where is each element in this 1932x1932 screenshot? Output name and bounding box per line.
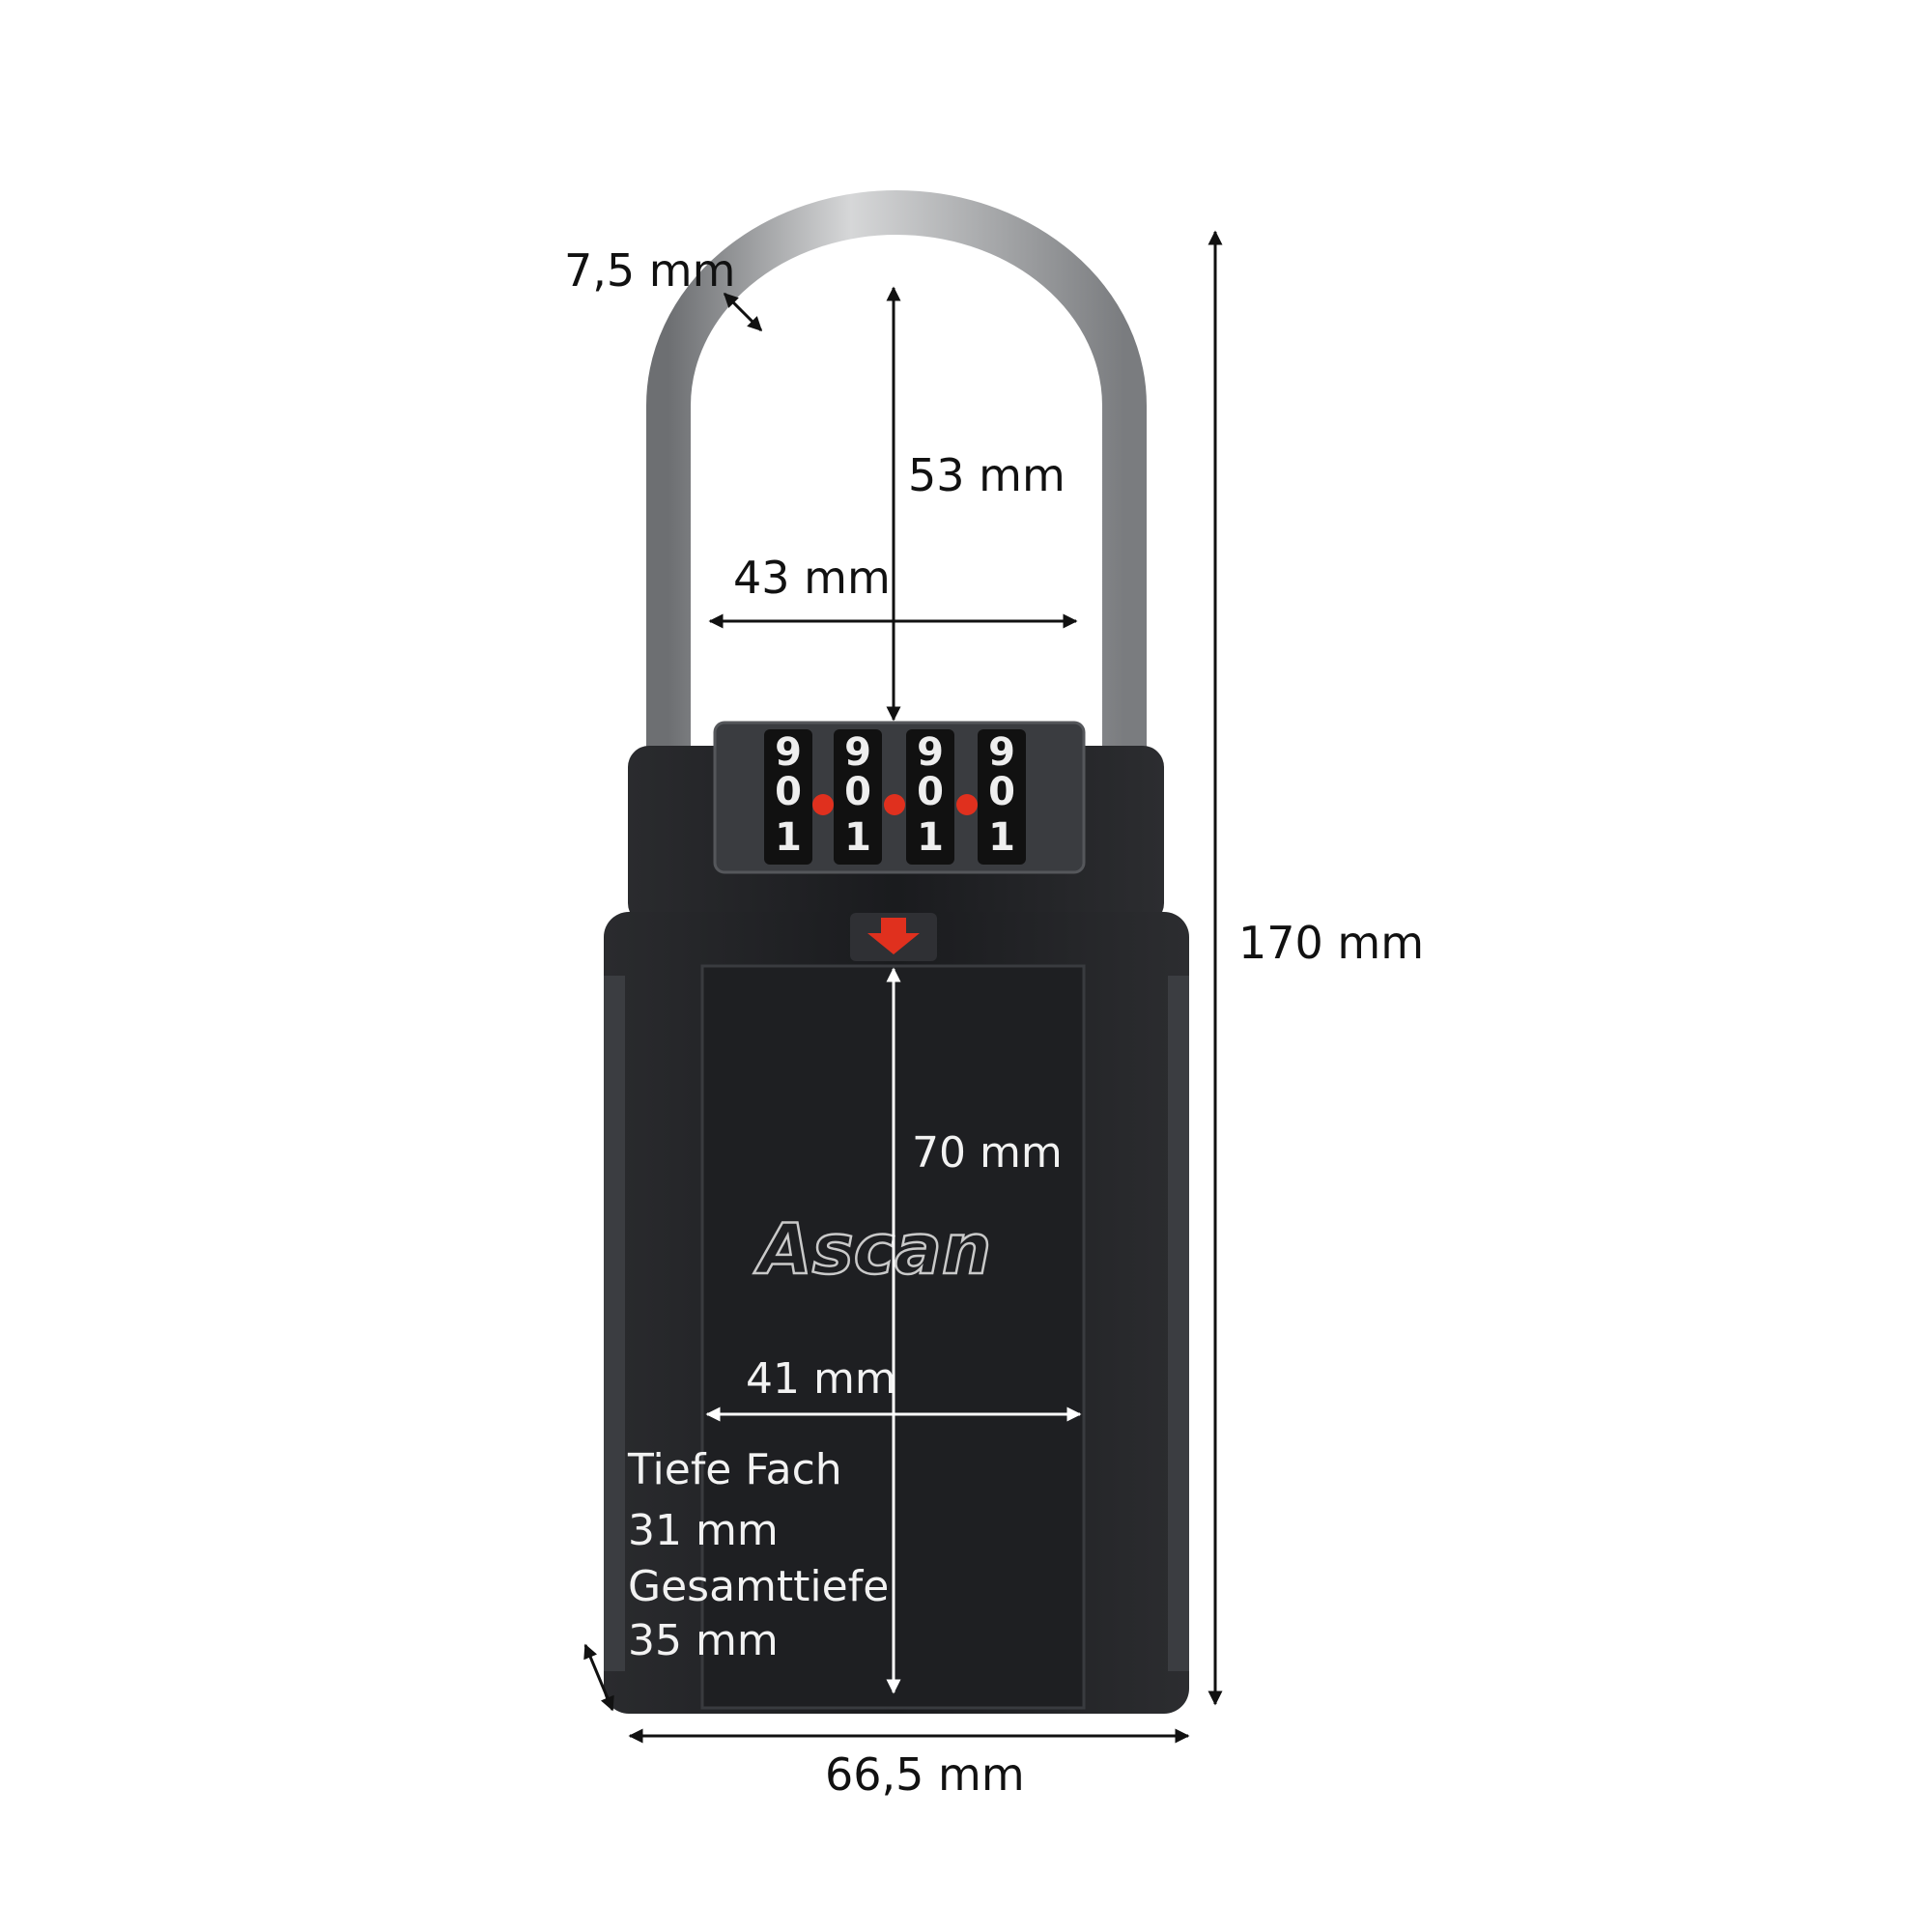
label-shackle-thickness: 7,5 mm <box>564 244 735 297</box>
dim-line-7-5 <box>723 292 763 332</box>
grip-left <box>604 976 625 1671</box>
svg-text:1: 1 <box>775 815 802 860</box>
svg-text:9: 9 <box>917 730 944 775</box>
dial-1[interactable]: 9 0 1 <box>764 729 812 865</box>
label-total-width: 66,5 mm <box>825 1748 1025 1801</box>
dial-3[interactable]: 9 0 1 <box>906 729 954 865</box>
value-total-depth: 35 mm <box>628 1616 779 1665</box>
dial-4[interactable]: 9 0 1 <box>978 729 1026 865</box>
shackle <box>646 190 1147 763</box>
svg-text:0: 0 <box>844 770 871 814</box>
dial-2[interactable]: 9 0 1 <box>834 729 882 865</box>
label-total-depth: Gesamttiefe <box>628 1562 889 1611</box>
svg-text:9: 9 <box>775 730 802 775</box>
indicator-dot <box>956 794 978 815</box>
svg-text:0: 0 <box>988 770 1015 814</box>
indicator-dot <box>812 794 834 815</box>
label-shackle-width: 43 mm <box>733 552 891 604</box>
label-shackle-height: 53 mm <box>908 449 1065 501</box>
svg-text:1: 1 <box>844 815 871 860</box>
indicator-dot <box>884 794 905 815</box>
label-compartment-width: 41 mm <box>746 1354 896 1404</box>
svg-text:1: 1 <box>988 815 1015 860</box>
arrow-down-icon <box>867 918 920 954</box>
combination-dials: 9 0 1 9 0 1 9 0 1 9 0 1 <box>764 729 1026 865</box>
label-total-height: 170 mm <box>1238 917 1424 969</box>
label-compartment-height: 70 mm <box>912 1128 1063 1178</box>
svg-text:1: 1 <box>917 815 944 860</box>
label-depth-compartment: Tiefe Fach <box>627 1445 842 1494</box>
svg-text:9: 9 <box>844 730 871 775</box>
svg-text:9: 9 <box>988 730 1015 775</box>
svg-text:0: 0 <box>775 770 802 814</box>
value-depth-compartment: 31 mm <box>628 1506 779 1555</box>
grip-right <box>1168 976 1189 1671</box>
svg-text:0: 0 <box>917 770 944 814</box>
dim-line-depth <box>583 1643 614 1712</box>
brand-logo: Ascan <box>753 1208 991 1290</box>
